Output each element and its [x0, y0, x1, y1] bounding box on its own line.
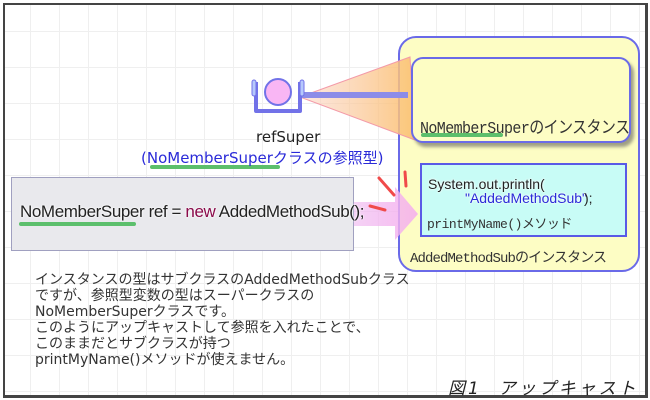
method-code-string: "AddedMethodSub" — [465, 190, 588, 206]
code-assign: ref = — [144, 202, 186, 221]
method-code-line1: System.out.println( — [428, 176, 545, 192]
subclass-instance-label: AddedMethodSubのインスタンス — [410, 251, 607, 267]
method-box — [420, 163, 627, 237]
code-statement: NoMemberSuper ref = new AddedMethodSub()… — [20, 202, 365, 222]
method-code-line2-end: ); — [584, 190, 593, 206]
reference-variable-name: refSuper — [256, 128, 321, 146]
assignment-arrow — [300, 187, 418, 240]
superclass-instance-part — [411, 57, 631, 143]
description-line: インスタンスの型はサブクラスのAddedMethodSubクラス — [35, 272, 410, 288]
method-name-label: printMyName()メソッド — [427, 217, 572, 232]
description-line: このようにアップキャストして参照を入れたことで、 — [35, 320, 370, 336]
description-line: NoMemberSuperクラスです。 — [35, 304, 235, 320]
blocked-mark — [368, 204, 387, 212]
caption-number: 図1 — [448, 379, 482, 399]
blocked-mark — [377, 176, 396, 197]
reference-holder — [254, 82, 302, 113]
code-constructor: AddedMethodSub(); — [215, 202, 365, 221]
reference-variable-type: (NoMemberSuperクラスの参照型) — [141, 149, 384, 167]
reference-link — [300, 92, 408, 98]
reference-ball — [264, 78, 292, 106]
highlight-underline — [421, 133, 503, 137]
highlight-underline — [150, 165, 280, 169]
description-line: ですが、参照型変数の型はスーパークラスの — [35, 288, 315, 304]
blocked-mark — [403, 170, 408, 188]
description-text: インスタンスの型はサブクラスのAddedMethodSubクラス ですが、参照型… — [35, 272, 410, 368]
code-type: NoMemberSuper — [20, 202, 145, 221]
superclass-instance-label: NoMemberSuperのインスタンス — [420, 119, 630, 139]
code-statement-box — [11, 177, 354, 251]
highlight-underline — [19, 222, 136, 226]
figure-caption: 図1 アップキャスト — [448, 374, 639, 399]
description-line: printMyName()メソッドが使えません。 — [35, 352, 295, 368]
code-keyword-new: new — [185, 202, 216, 221]
description-line: このままだとサブクラスが持つ — [35, 336, 231, 352]
caption-title: アップキャスト — [498, 379, 639, 399]
